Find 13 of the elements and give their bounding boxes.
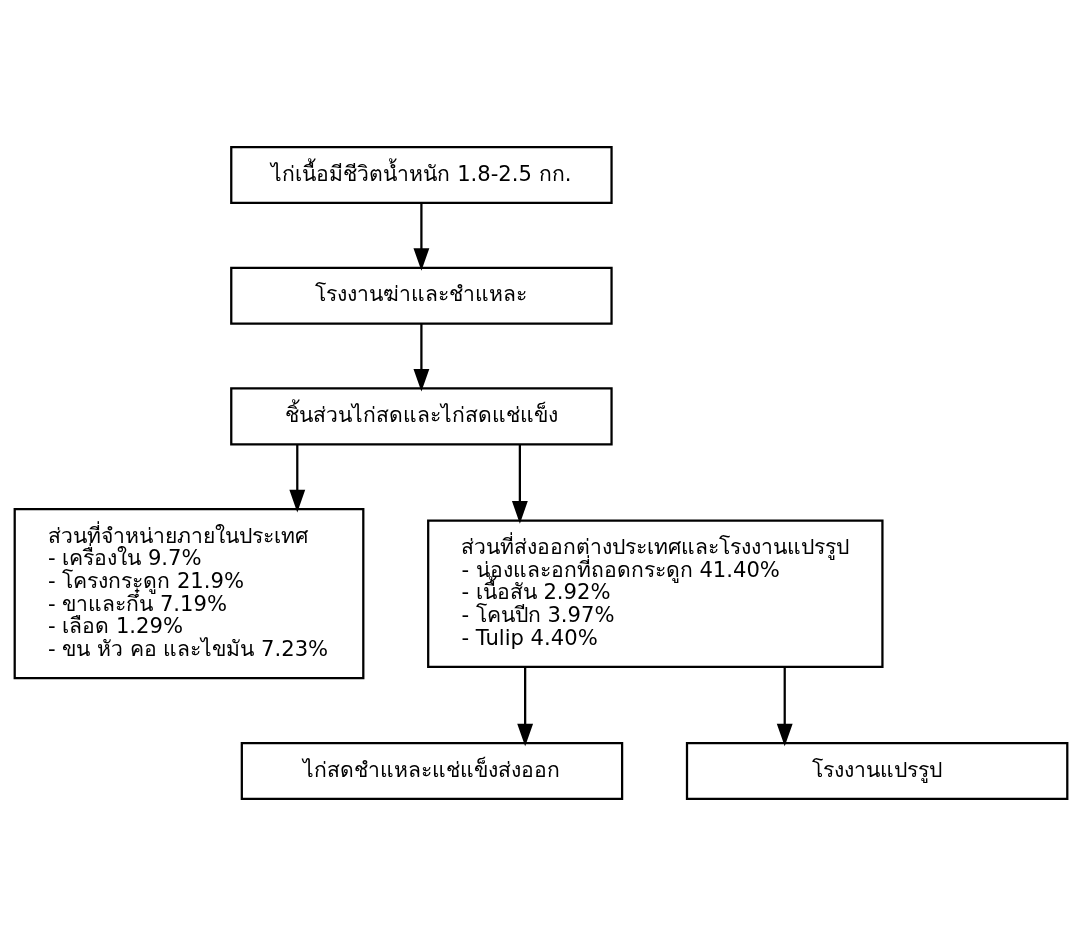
node-box: ส่วนที่จำหน่ายภายในประเทศ - เครื่องใน 9.7% - โครงกระดูก 21.9% - ขาและกึ๋น 7.19% - เลือด 1.29% - ขน หัว คอ และไขมัน 7.23% <box>13 507 365 679</box>
node-box: ไก่สดชำแหละแช่แข็งส่งออก <box>240 741 624 800</box>
arrow <box>413 202 430 271</box>
arrow <box>511 444 528 524</box>
arrow <box>413 323 430 392</box>
node-box: โรงงานฆ่าและชำแหละ <box>230 266 613 325</box>
node-box: โรงงานแปรรูป <box>685 741 1069 800</box>
arrow <box>289 444 306 512</box>
node-box: ชิ้นส่วนไก่สดและไก่สดแช่แข็ง <box>230 386 613 445</box>
node-box: ไก่เนื้อมีชีวิตน้ำหนัก 1.8-2.5 กก. <box>230 145 613 204</box>
arrow <box>517 666 534 746</box>
arrow <box>776 666 793 746</box>
node-box: ส่วนที่ส่งออกต่างประเทศและโรงงานแปรรูป - น่องและอกที่ถอดกระดูก 41.40% - เนื้อสัน 2.92% - โคนปีก 3.97% - Tulip 4.40% <box>427 518 884 668</box>
